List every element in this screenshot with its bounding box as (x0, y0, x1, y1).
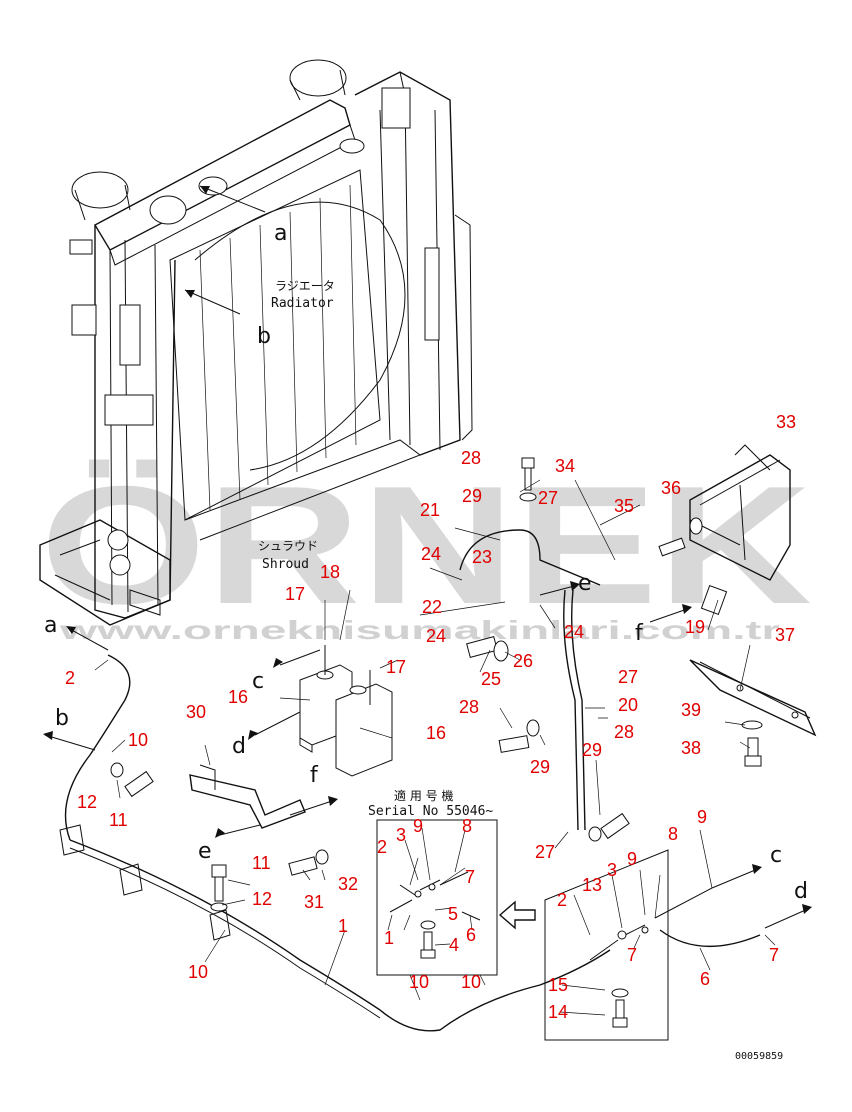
callout-9: 9 (627, 849, 637, 869)
text-labels: ラジエータ Radiator シュラウド Shroud 適 用 号 機 Seri… (258, 279, 783, 1062)
callout-24: 24 (564, 622, 584, 642)
shroud-label-en: Shroud (262, 557, 309, 572)
callout-36: 36 (661, 478, 681, 498)
callout-29: 29 (582, 740, 602, 760)
callout-3: 3 (396, 825, 406, 845)
callout-16: 16 (426, 723, 446, 743)
callout-11: 11 (252, 853, 271, 873)
callout-18: 18 (320, 562, 340, 582)
callout-12: 12 (252, 889, 272, 909)
callout-12: 12 (77, 792, 97, 812)
view-letter-d-right: d (794, 879, 808, 904)
view-letter-e-left: e (198, 839, 212, 864)
callout-14: 14 (548, 1002, 568, 1022)
callout-1: 1 (338, 916, 348, 936)
callout-15: 15 (548, 975, 568, 995)
callout-34: 34 (555, 456, 575, 476)
view-letter-b-top: b (257, 324, 271, 349)
callout-25: 25 (481, 669, 501, 689)
callout-20: 20 (618, 695, 638, 715)
callout-33: 33 (776, 412, 796, 432)
callout-2: 2 (65, 668, 75, 688)
callout-10: 10 (409, 972, 429, 992)
callout-37: 37 (775, 625, 795, 645)
callout-2: 2 (377, 837, 387, 857)
drawing-code: 00059859 (735, 1051, 783, 1062)
callout-28: 28 (461, 448, 481, 468)
leader-lines (94, 479, 776, 1016)
callout-10: 10 (128, 730, 148, 750)
callout-2: 2 (557, 890, 567, 910)
view-letter-group: a b a b c d e f e f c d (44, 221, 808, 904)
bracket-assembly (689, 444, 817, 737)
callout-7: 7 (627, 945, 637, 965)
callout-16: 16 (228, 687, 248, 707)
callout-numbers: 33 28 34 36 29 27 35 21 23 24 18 17 22 2… (65, 412, 796, 1022)
view-letter-d-left: d (232, 734, 246, 759)
callout-21: 21 (420, 500, 440, 520)
watermark-url: www.orneknisumakinlari.com.tr (58, 615, 780, 645)
callout-19: 19 (685, 617, 705, 637)
callout-22: 22 (422, 597, 442, 617)
radiator-label-jp: ラジエータ (275, 279, 335, 293)
callout-39: 39 (681, 700, 701, 720)
radiator-assembly (39, 59, 473, 626)
callout-24: 24 (426, 626, 446, 646)
callout-30: 30 (186, 702, 206, 722)
callout-11: 11 (109, 810, 128, 830)
callout-7: 7 (769, 945, 779, 965)
callout-10: 10 (188, 962, 208, 982)
hardware-parts (110, 457, 763, 1041)
callout-13: 13 (582, 875, 602, 895)
callout-27: 27 (538, 488, 558, 508)
callout-38: 38 (681, 738, 701, 758)
view-letter-a: a (44, 613, 57, 638)
callout-23: 23 (472, 547, 492, 567)
view-letter-a-top: a (274, 221, 287, 246)
callout-9: 9 (413, 816, 423, 836)
callout-17: 17 (386, 657, 406, 677)
callout-28: 28 (459, 697, 479, 717)
callout-8: 8 (668, 824, 678, 844)
callout-7: 7 (465, 867, 475, 887)
shroud-label-jp: シュラウド (258, 539, 318, 553)
callout-26: 26 (513, 651, 533, 671)
callout-24: 24 (421, 544, 441, 564)
callout-29: 29 (462, 486, 482, 506)
view-letter-b: b (55, 706, 69, 731)
callout-8: 8 (462, 816, 472, 836)
view-letter-c-left: c (252, 669, 264, 694)
callout-1: 1 (384, 928, 394, 948)
view-letter-f-left: f (310, 763, 319, 788)
callout-31: 31 (304, 892, 324, 912)
callout-27: 27 (535, 842, 555, 862)
callout-5: 5 (448, 904, 458, 924)
callout-6: 6 (700, 969, 710, 989)
callout-32: 32 (338, 874, 358, 894)
callout-6: 6 (466, 925, 476, 945)
callout-10: 10 (461, 972, 481, 992)
callout-17: 17 (285, 584, 305, 604)
callout-9: 9 (697, 807, 707, 827)
radiator-label-en: Radiator (271, 296, 334, 311)
serial-box-right (544, 849, 669, 1041)
callout-29: 29 (530, 757, 550, 777)
serial-box-left (376, 819, 498, 976)
callout-27: 27 (618, 667, 638, 687)
callout-3: 3 (607, 860, 617, 880)
view-letter-c-right: c (770, 843, 782, 868)
callout-4: 4 (449, 935, 459, 955)
callout-35: 35 (614, 496, 634, 516)
view-arrows (43, 581, 812, 929)
view-letter-f-right: f (635, 621, 644, 646)
callout-28: 28 (614, 722, 634, 742)
serial-label-jp: 適 用 号 機 (394, 788, 453, 803)
serial-label-en: Serial No 55046~ (368, 804, 493, 819)
view-letter-e-right: e (578, 571, 592, 596)
